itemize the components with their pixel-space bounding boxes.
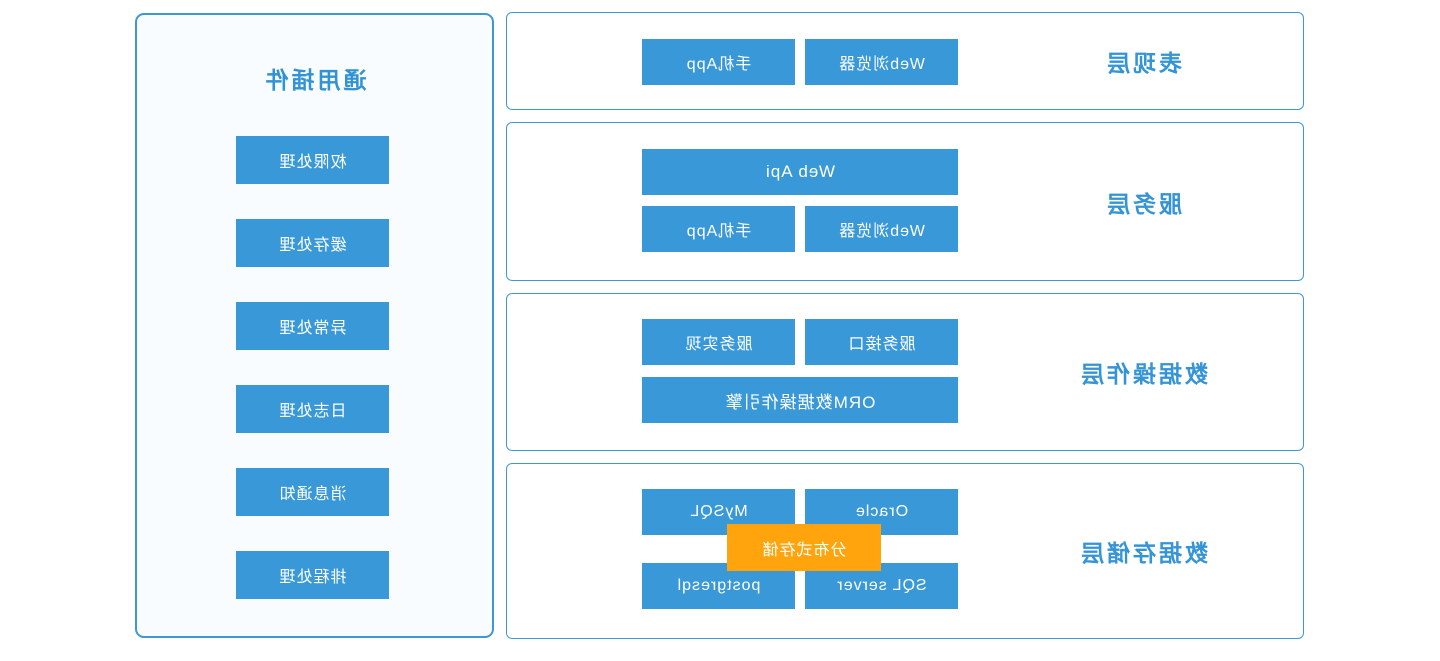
layer-data-operation: 数据操作层 服务接口 服务实现 ORM数据操作引擎	[506, 293, 1304, 451]
plugin-log-handling: 日志处理	[236, 385, 389, 433]
layer-presentation: 表现层 Web浏览器 手机App	[506, 12, 1304, 110]
node-web-browser: Web浏览器	[805, 206, 958, 252]
node-web-browser: Web浏览器	[805, 39, 958, 85]
plugins-panel: 通用插件 权限处理 缓存处理 异常处理 日志处理 消息通知 排程处理	[135, 13, 494, 638]
layer-data-operation-label: 数据操作层	[1078, 361, 1208, 387]
plugin-permission-handling: 权限处理	[236, 136, 389, 184]
plugin-cache-handling: 缓存处理	[236, 219, 389, 267]
node-mobile-app: 手机App	[642, 206, 795, 252]
node-service-implementation: 服务实现	[642, 319, 795, 365]
node-web-api: Web Api	[642, 149, 958, 195]
plugins-panel-title: 通用插件	[262, 67, 367, 93]
node-service-interface: 服务接口	[805, 319, 958, 365]
layer-data-storage-label: 数据存储层	[1078, 540, 1208, 566]
layer-service-label: 服务层	[1104, 190, 1182, 217]
node-mobile-app: 手机App	[642, 39, 795, 85]
node-orm-engine: ORM数据操作引擎	[642, 377, 958, 423]
layer-service: 服务层 Web Api Web浏览器 手机App	[506, 122, 1304, 281]
layer-data-storage: 数据存储层 Oracle MySQL SQL server postgresql…	[506, 463, 1304, 639]
plugin-message-notification: 消息通知	[236, 468, 389, 516]
node-distributed-storage: 分布式存储	[727, 524, 881, 571]
plugin-schedule-handling: 排程处理	[236, 551, 389, 599]
plugin-exception-handling: 异常处理	[236, 302, 389, 350]
layer-presentation-label: 表现层	[1104, 50, 1182, 76]
